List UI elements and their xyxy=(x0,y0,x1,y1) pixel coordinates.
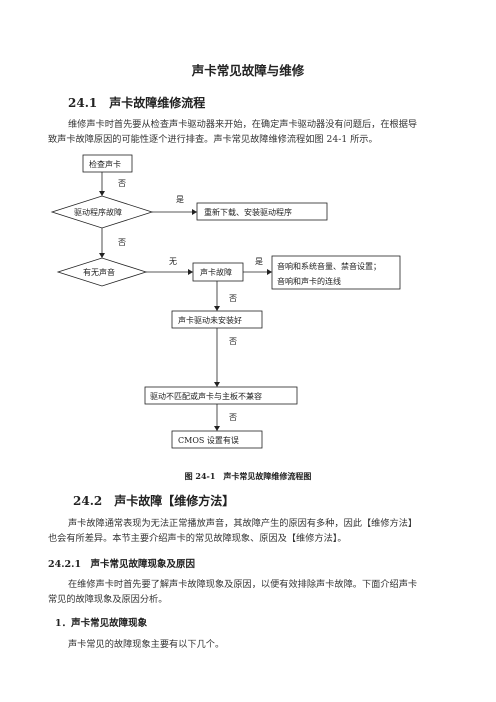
no-label: 否 xyxy=(229,337,237,346)
paragraph-line: 也会有所差异。本节主要介绍声卡的常见故障现象、原因及【维修方法】。 xyxy=(48,533,347,544)
section-heading-24-2-1: 24.2.1 声卡常见故障现象及原因 xyxy=(48,559,196,570)
section-heading-24-2: 24.2 声卡故障【维修方法】 xyxy=(73,494,235,508)
driver-not-installed-label: 声卡驱动未安装好 xyxy=(178,315,242,325)
reinstall-box xyxy=(196,202,328,221)
no-label: 否 xyxy=(118,238,126,247)
no-label: 否 xyxy=(118,179,126,188)
driver-fault-label: 驱动程序故障 xyxy=(74,207,122,217)
none-label: 无 xyxy=(169,257,177,266)
arrowheads xyxy=(99,191,272,431)
reinstall-label: 重新下载、安装驱动程序 xyxy=(204,207,292,217)
no-label: 否 xyxy=(229,413,237,422)
yes-label: 是 xyxy=(176,195,184,204)
check-card-label: 检查声卡 xyxy=(89,159,121,169)
paragraph-line: 常见的故障现象及原因分析。 xyxy=(48,594,168,605)
paragraph-line: 致声卡故障原因的可能性逐个进行排查。声卡常见故障维修流程如图 24-1 所示。 xyxy=(48,134,378,145)
mismatch-box xyxy=(144,386,298,405)
yes-label: 是 xyxy=(255,257,263,266)
paragraph-line: 声卡常见的故障现象主要有以下几个。 xyxy=(68,639,225,650)
paragraph-line: 在维修声卡时首先要了解声卡故障现象及原因，以便有效排除声卡故障。下面介绍声卡 xyxy=(68,579,418,590)
has-sound-label: 有无声音 xyxy=(83,267,115,277)
volume-settings-line1: 音响和系统音量、禁音设置； xyxy=(277,261,381,271)
section-heading-24-1: 24.1 声卡故障维修流程 xyxy=(68,96,206,110)
volume-settings-line2: 音响和声卡的连线 xyxy=(277,276,341,286)
card-fault-label: 声卡故障 xyxy=(200,267,232,277)
paragraph-line: 声卡故障通常表现为无法正常播放声音，其故障产生的原因有多种，因此【维修方法】 xyxy=(68,518,418,529)
mismatch-label: 驱动不匹配或声卡与主板不兼容 xyxy=(150,391,262,401)
paragraph-line: 维修声卡时首先要从检查声卡驱动器来开始，在确定声卡驱动器没有问题后，在根据导 xyxy=(68,119,418,130)
cmos-label: CMOS 设置有误 xyxy=(178,435,239,445)
check-card-box xyxy=(82,154,133,173)
subsection-heading: 1．声卡常见故障现象 xyxy=(55,618,148,629)
no-label: 否 xyxy=(229,294,237,303)
figure-caption: 图 24-1 声卡常见故障维修流程图 xyxy=(184,471,312,481)
volume-settings-box xyxy=(271,255,401,290)
page-title: 声卡常见故障与维修 xyxy=(191,63,305,78)
